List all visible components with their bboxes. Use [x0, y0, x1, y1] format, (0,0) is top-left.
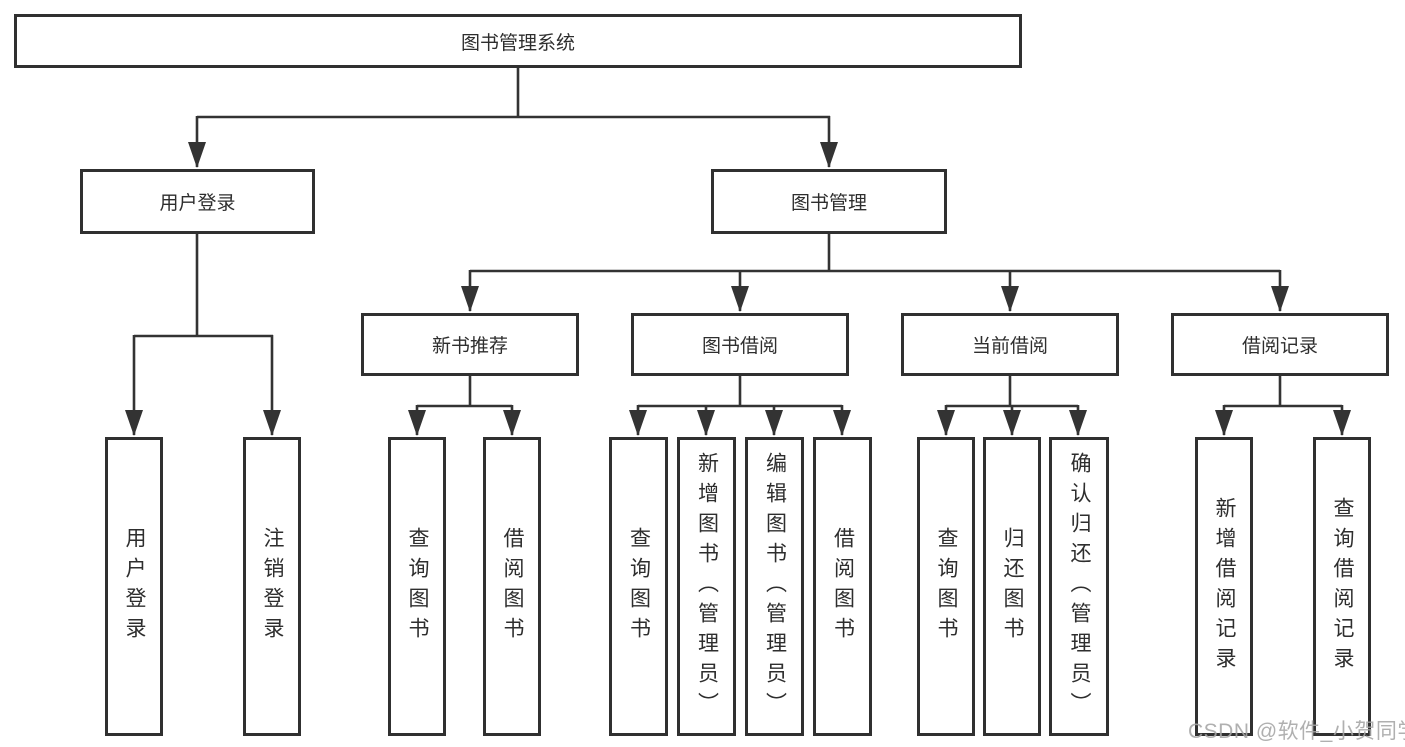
node-book-borrow: 图书借阅 — [631, 313, 849, 376]
node-user-login: 用户登录 — [80, 169, 315, 234]
leaf-label: 新增借阅记录 — [1213, 496, 1237, 677]
node-label: 新书推荐 — [431, 336, 508, 357]
leaf-label: 用户登录 — [123, 526, 147, 647]
csdn-watermark: CSDN @软件_小贺同学 — [1188, 720, 1405, 743]
leaf-query-books: 查询图书 — [609, 437, 668, 736]
leaf-user-login: 用户登录 — [105, 437, 163, 736]
node-current-borrow: 当前借阅 — [901, 313, 1119, 376]
leaf-edit-books-admin: 编辑图书（管理员） — [745, 437, 804, 736]
leaf-borrow-books: 借阅图书 — [483, 437, 541, 736]
leaf-label: 归还图书 — [1001, 526, 1025, 647]
leaf-label: 确认归还（管理员） — [1068, 451, 1092, 722]
leaf-logout: 注销登录 — [243, 437, 301, 736]
leaf-add-books-admin: 新增图书（管理员） — [677, 437, 736, 736]
leaf-query-books: 查询图书 — [917, 437, 975, 736]
leaf-label: 查询图书 — [935, 526, 959, 647]
leaf-label: 新增图书（管理员） — [695, 451, 719, 722]
node-label: 借阅记录 — [1241, 336, 1318, 357]
leaf-add-borrow-record: 新增借阅记录 — [1195, 437, 1253, 736]
leaf-query-borrow-record: 查询借阅记录 — [1313, 437, 1371, 736]
leaf-label: 借阅图书 — [831, 526, 855, 647]
node-root-label: 图书管理系统 — [460, 32, 575, 54]
node-root-system: 图书管理系统 — [14, 14, 1022, 68]
node-label: 用户登录 — [159, 193, 236, 214]
leaf-label: 借阅图书 — [501, 526, 525, 647]
leaf-confirm-return-admin: 确认归还（管理员） — [1049, 437, 1109, 736]
leaf-label: 查询图书 — [627, 526, 651, 647]
node-borrow-record: 借阅记录 — [1171, 313, 1389, 376]
leaf-label: 注销登录 — [261, 526, 285, 647]
leaf-query-books: 查询图书 — [388, 437, 446, 736]
node-new-book-recommend: 新书推荐 — [361, 313, 579, 376]
leaf-label: 查询借阅记录 — [1331, 496, 1355, 677]
leaf-return-books: 归还图书 — [983, 437, 1041, 736]
leaf-borrow-books: 借阅图书 — [813, 437, 872, 736]
node-label: 图书管理 — [790, 193, 867, 214]
node-book-management: 图书管理 — [711, 169, 947, 234]
leaf-label: 查询图书 — [406, 526, 430, 647]
node-label: 图书借阅 — [701, 336, 778, 357]
leaf-label: 编辑图书（管理员） — [763, 451, 787, 722]
node-label: 当前借阅 — [971, 336, 1048, 357]
